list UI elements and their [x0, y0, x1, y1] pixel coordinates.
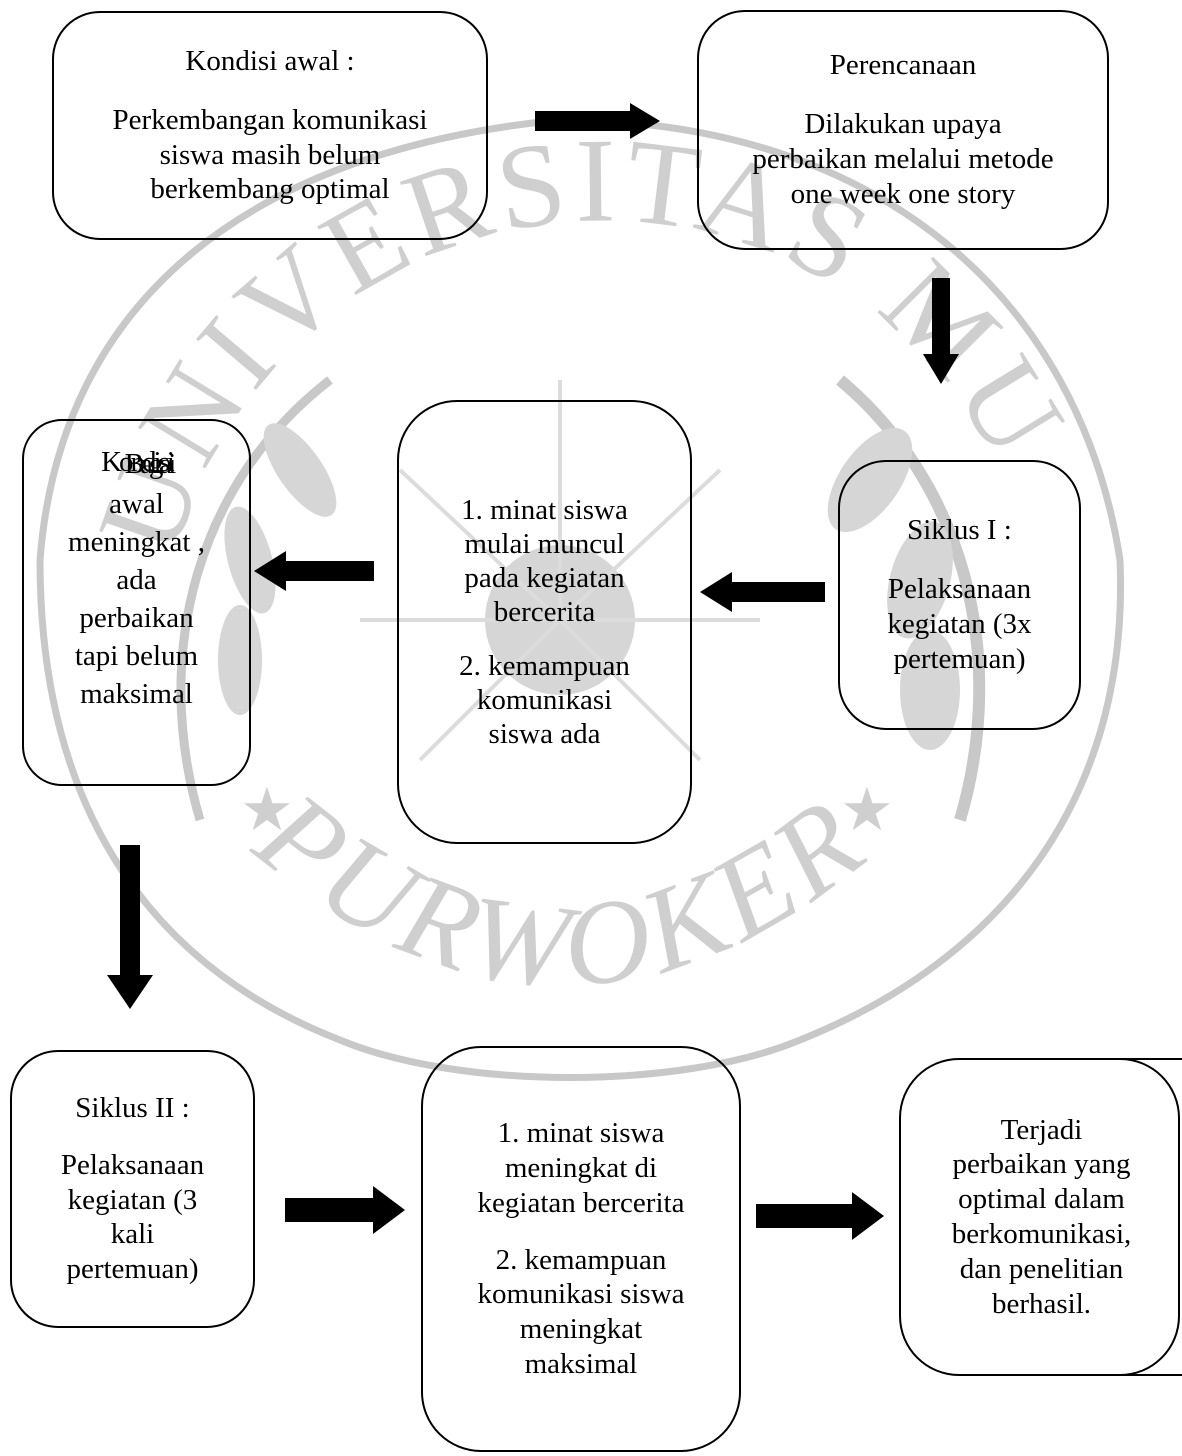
reflection-1-line: maksimal [80, 678, 193, 710]
cycle-2-line: kali [110, 1218, 155, 1251]
cycle-2-line: Pelaksanaan [60, 1148, 205, 1181]
reflection-1-line: tapi belum [74, 640, 199, 672]
cycle-2-result-line: maksimal [524, 1347, 638, 1380]
conclusion-line: dan penelitian [959, 1252, 1124, 1285]
cycle-1-line: Pelaksanaan [887, 573, 1032, 606]
planning-line: Dilakukan upaya [804, 108, 1002, 141]
cycle-2-result-line: meningkat di [504, 1152, 658, 1184]
initial-condition-line: siswa masih belum [159, 138, 381, 171]
cycle-1-line: kegiatan (3x [887, 608, 1032, 640]
arrow-result-to-conclusion [756, 1192, 884, 1240]
reflection-1-line: awal [109, 488, 164, 520]
cycle-2-result-line: komunikasi siswa [477, 1278, 685, 1311]
initial-condition-line: Perkembangan komunikasi [112, 103, 428, 136]
cycle-1-result-line: mulai muncul [464, 528, 625, 560]
reflection-1-line: meningkat , [68, 526, 205, 558]
cycle-1-title: Siklus I : [907, 514, 1012, 547]
planning-title: Perencanaan [829, 49, 977, 82]
cycle-1-line: pertemuan) [893, 642, 1026, 675]
cycle-2-result-box: 1. minat siswa meningkat di kegiatan ber… [421, 1046, 741, 1452]
planning-line: one week one story [790, 177, 1016, 210]
planning-line: perbaikan melalui metode [752, 143, 1054, 175]
conclusion-line: Terjadi [1000, 1113, 1083, 1146]
cycle-2-line: kegiatan (3 [67, 1183, 198, 1216]
conclusion-line: optimal dalam [958, 1183, 1125, 1216]
cycle-2-box: Siklus II : Pelaksanaan kegiatan (3 kali… [10, 1050, 255, 1328]
arrow-result-to-reflection [254, 551, 374, 591]
initial-condition-line: berkembang optimal [150, 173, 390, 206]
arrow-planning-to-cycle-1 [923, 278, 959, 384]
conclusion-box-right-edge [1120, 1058, 1180, 1376]
initial-condition-box: Kondisi awal : Perkembangan komunikasi s… [52, 11, 488, 240]
cycle-2-title: Siklus II : [75, 1092, 190, 1124]
cycle-1-result-line: 2. kemampuan [459, 650, 630, 682]
svg-text:★: ★ [840, 775, 894, 845]
reflection-1-overlapping-title: Kondisi Bagai [62, 445, 212, 485]
cycle-2-result-line: kegiatan bercerita [477, 1186, 685, 1219]
arrow-cycle-1-to-result [700, 572, 825, 612]
cycle-1-result-line: komunikasi [476, 684, 613, 716]
reflection-1-overlap-b: Bagai [124, 448, 177, 480]
cycle-1-result-line: bercerita [493, 596, 596, 628]
svg-text:★: ★ [240, 775, 294, 845]
cycle-2-result-line: 1. minat siswa [497, 1117, 665, 1150]
reflection-1-line: ada [116, 564, 157, 596]
arrow-reflection-to-cycle-2 [107, 845, 153, 1009]
reflection-1-overlap-a: Kondisi [101, 446, 175, 478]
initial-condition-title: Kondisi awal : [185, 44, 355, 77]
arrow-cycle-2-to-result [285, 1186, 405, 1234]
reflection-1-line: perbaikan [79, 602, 194, 634]
cycle-2-line: pertemuan) [66, 1253, 199, 1286]
planning-box: Perencanaan Dilakukan upaya perbaikan me… [697, 10, 1109, 250]
cycle-1-result-line: 1. minat siswa [461, 494, 628, 526]
cycle-1-result-line: pada kegiatan [464, 562, 625, 594]
conclusion-line: berkomunikasi, [951, 1218, 1132, 1250]
cycle-2-result-line: 2. kemampuan [495, 1243, 667, 1276]
arrow-initial-to-planning [535, 103, 660, 139]
conclusion-line: berhasil. [991, 1287, 1092, 1320]
conclusion-box: Terjadi perbaikan yang optimal dalam ber… [899, 1058, 1182, 1376]
reflection-1-box: Kondisi Bagai awal meningkat , ada perba… [22, 419, 251, 786]
cycle-1-box: Siklus I : Pelaksanaan kegiatan (3x pert… [838, 460, 1081, 730]
cycle-1-result-box: 1. minat siswa mulai muncul pada kegiata… [397, 400, 692, 844]
conclusion-line: perbaikan yang [952, 1148, 1131, 1181]
cycle-2-result-line: meningkat [519, 1313, 643, 1346]
cycle-1-result-line: siswa ada [488, 718, 601, 750]
